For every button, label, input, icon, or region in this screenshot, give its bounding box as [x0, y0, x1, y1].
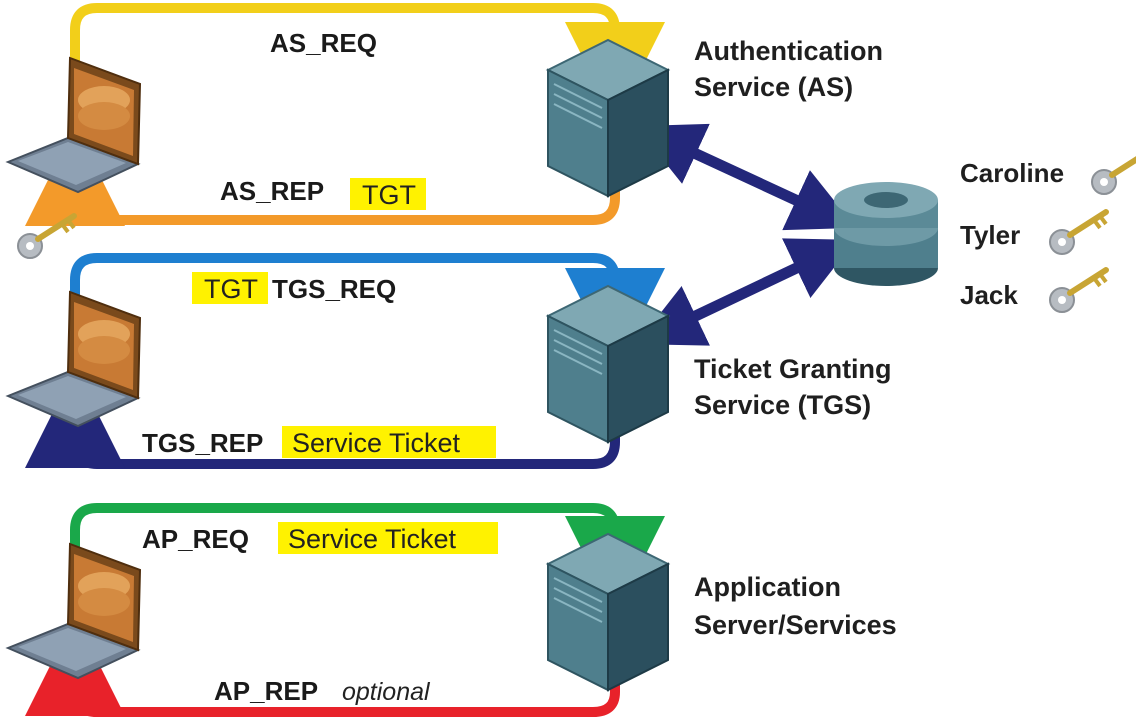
- user-key-icon: [1050, 212, 1106, 254]
- tgs-req-label: TGS_REQ: [272, 274, 396, 304]
- as-server-icon: [547, 39, 669, 197]
- as-title-line1: Authentication: [694, 36, 883, 66]
- highlight-box: [278, 522, 498, 554]
- tgs-req-arrow: [70, 253, 665, 368]
- highlight-box: [192, 272, 268, 304]
- app-title-line2: Server/Services: [694, 610, 897, 640]
- tgs-db-link: [636, 238, 856, 346]
- as-req-label: AS_REQ: [270, 28, 377, 58]
- app-title-line1: Application: [694, 572, 841, 602]
- tgs-title-line2: Service (TGS): [694, 390, 871, 420]
- as-req-arrow: [70, 3, 665, 122]
- highlight-box: [350, 178, 426, 210]
- tgs-rep-ticket-tag: Service Ticket: [292, 428, 461, 458]
- client-laptop-icon: [7, 543, 141, 679]
- highlight-box: [282, 426, 496, 458]
- ap-req-arrow: [70, 503, 665, 616]
- as-rep-label: AS_REP: [220, 176, 324, 206]
- tgs-server-icon: [547, 285, 669, 443]
- ap-req-ticket-tag: Service Ticket: [288, 524, 457, 554]
- user-key-icon: [1050, 270, 1106, 312]
- ap-rep-arrow: [25, 616, 620, 717]
- tgs-rep-arrow: [25, 368, 620, 469]
- ap-req-label: AP_REQ: [142, 524, 249, 554]
- as-rep-tgt-tag: TGT: [362, 180, 416, 210]
- client-laptop-icon: [7, 57, 141, 193]
- app-server-icon: [547, 533, 669, 691]
- tgs-req-tgt-tag: TGT: [204, 274, 258, 304]
- user-name: Jack: [960, 280, 1018, 310]
- client-laptop-icon: [7, 291, 141, 427]
- tgs-title-line1: Ticket Granting: [694, 354, 892, 384]
- database-icon: [834, 182, 938, 286]
- as-db-link: [636, 123, 856, 231]
- ap-rep-label: AP_REP: [214, 676, 318, 706]
- user-name: Tyler: [960, 220, 1020, 250]
- user-key-icon: [1092, 152, 1136, 194]
- as-rep-arrow: [25, 126, 620, 226]
- ap-rep-note: optional: [342, 678, 431, 706]
- user-name: Caroline: [960, 158, 1064, 188]
- client-key-icon: [18, 216, 74, 258]
- as-title-line2: Service (AS): [694, 72, 853, 102]
- tgs-rep-label: TGS_REP: [142, 428, 263, 458]
